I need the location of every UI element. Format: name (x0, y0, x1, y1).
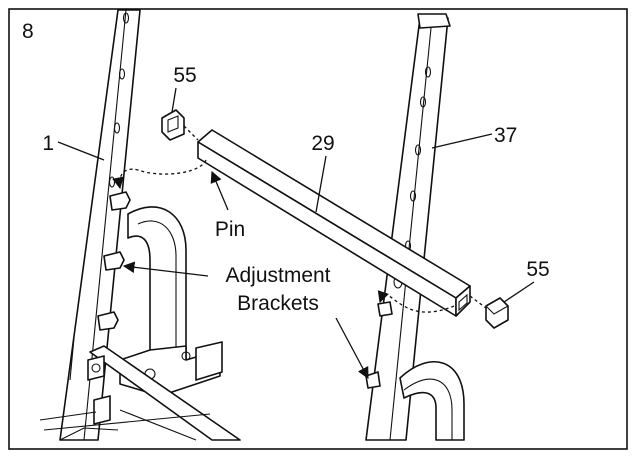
end-cap-top (162, 110, 184, 140)
label-pin: Pin (215, 218, 245, 241)
step-number: 8 (22, 20, 34, 43)
leader-55-right (504, 282, 534, 302)
label-frame-right: 37 (494, 124, 517, 147)
label-brackets-line2: Brackets (237, 292, 319, 315)
pin-path-left (120, 160, 206, 188)
leader-37 (432, 134, 492, 148)
label-cap-top: 55 (173, 64, 196, 87)
leader-pin (212, 172, 228, 210)
cap-right-path (470, 296, 486, 308)
leader-55-top (172, 88, 176, 112)
label-crossbar: 29 (311, 132, 334, 155)
leader-1 (58, 142, 104, 160)
label-frame-left: 1 (42, 132, 54, 155)
end-cap-right (486, 298, 508, 328)
cap-top-path (184, 126, 198, 140)
label-brackets-line1: Adjustment (225, 264, 330, 287)
leader-brackets-right (336, 318, 368, 378)
label-cap-right: 55 (526, 258, 549, 281)
